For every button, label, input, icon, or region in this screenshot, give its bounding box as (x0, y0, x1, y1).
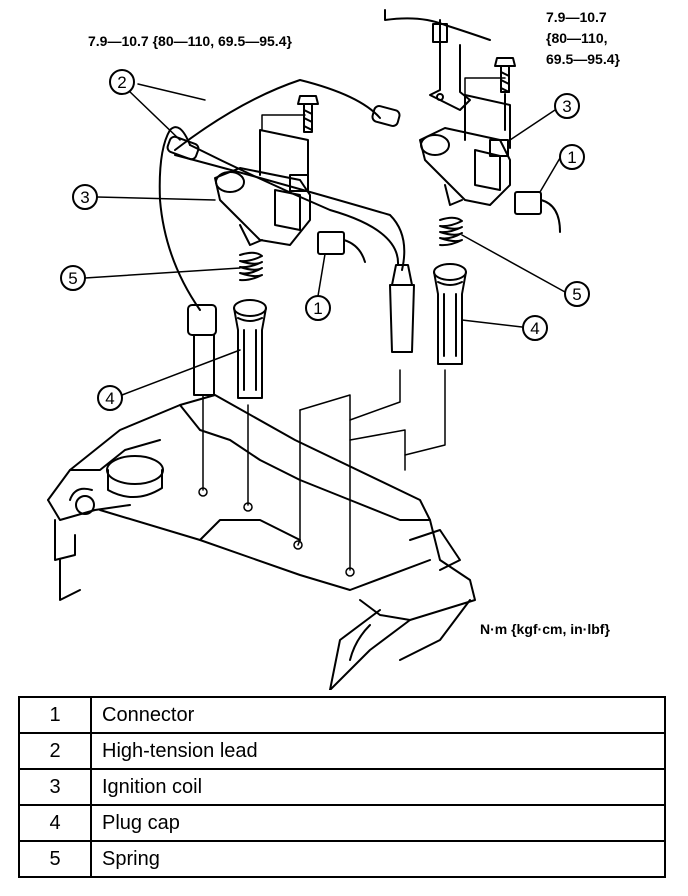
spring-left (239, 251, 263, 282)
torque-spec-right-line1: 7.9—10.7 (546, 9, 607, 25)
svg-text:4: 4 (105, 389, 114, 408)
svg-text:2: 2 (117, 73, 126, 92)
table-row: 1 Connector (18, 696, 666, 734)
legend-part-name: Connector (90, 696, 666, 734)
svg-text:1: 1 (567, 148, 576, 167)
legend-number: 1 (18, 696, 92, 734)
table-row: 3 Ignition coil (18, 768, 666, 806)
callout-4-right: 4 (522, 315, 548, 341)
legend-part-name: Ignition coil (90, 768, 666, 806)
torque-spec-right-line2: {80—110, (546, 30, 608, 46)
table-row: 5 Spring (18, 840, 666, 878)
callout-3-left: 3 (72, 184, 98, 210)
svg-text:3: 3 (80, 188, 89, 207)
plug-hole-guides (198, 369, 446, 577)
table-row: 4 Plug cap (18, 804, 666, 842)
svg-text:1: 1 (313, 299, 322, 318)
legend-number: 4 (18, 804, 92, 842)
legend-part-name: High-tension lead (90, 732, 666, 770)
ignition-coil-right (419, 94, 511, 206)
legend-number: 5 (18, 840, 92, 878)
callout-5-left: 5 (60, 265, 86, 291)
legend-number: 2 (18, 732, 92, 770)
svg-text:4: 4 (530, 319, 539, 338)
svg-text:5: 5 (68, 269, 77, 288)
spring-right (439, 216, 463, 247)
callout-1-right: 1 (559, 144, 585, 170)
svg-text:3: 3 (562, 97, 571, 116)
high-tension-lead (158, 79, 415, 396)
parts-legend-table: 1 Connector 2 High-tension lead 3 Igniti… (18, 696, 666, 878)
plug-cap-right (433, 263, 467, 365)
engine-head-cover (47, 394, 476, 690)
legend-part-name: Plug cap (90, 804, 666, 842)
callout-2: 2 (109, 69, 135, 95)
leader-lines (84, 77, 566, 396)
legend-number: 3 (18, 768, 92, 806)
svg-text:5: 5 (572, 285, 581, 304)
torque-spec-left: 7.9—10.7 {80—110, 69.5—95.4} (88, 33, 292, 49)
table-row: 2 High-tension lead (18, 732, 666, 770)
torque-spec-right-line3: 69.5—95.4} (546, 51, 620, 67)
connector-left (317, 231, 366, 263)
callout-4-left: 4 (97, 385, 123, 411)
coil-bolt-right (494, 57, 516, 131)
callout-1-left: 1 (305, 295, 331, 321)
harness-bracket (384, 9, 491, 111)
callout-5-right: 5 (564, 281, 590, 307)
connector-right (514, 191, 561, 233)
plug-cap-left (233, 299, 267, 399)
callout-3-right: 3 (554, 93, 580, 119)
legend-part-name: Spring (90, 840, 666, 878)
ignition-exploded-diagram: 7.9—10.7 {80—110, 69.5—95.4} 7.9—10.7 {8… (47, 9, 620, 690)
unit-note: N·m {kgf·cm, in·lbf} (480, 621, 610, 637)
ignition-coil-left (214, 129, 311, 246)
coil-bolt-left (297, 95, 319, 133)
